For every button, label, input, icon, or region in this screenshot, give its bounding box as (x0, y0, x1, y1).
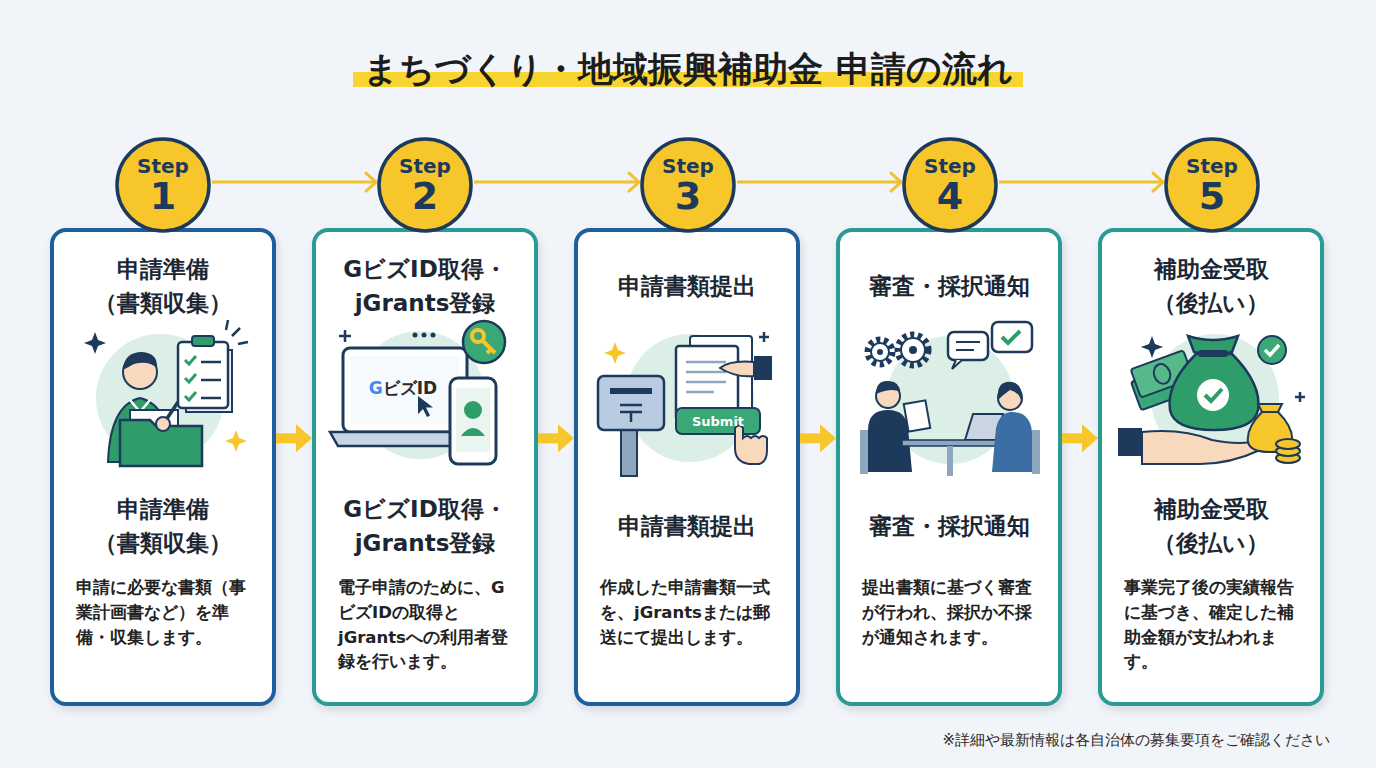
step-arrow (999, 173, 1163, 191)
process-card: 補助金受取 （後払い） 補助金受取 （後払い） 事業完了後の実績報告に基づき、確定し… (1098, 228, 1324, 706)
arrow-shaft (538, 433, 558, 443)
flow-arrow (800, 424, 836, 452)
step-heading: GビズID取得・ jGrants登録 (322, 246, 528, 326)
arrow-shaft (212, 181, 376, 184)
step-badge: Step4 (901, 136, 999, 234)
step-arrow (212, 173, 376, 191)
arrow-shaft (800, 433, 820, 443)
step-number: 1 (114, 174, 212, 218)
step-badge: Step5 (1163, 136, 1261, 234)
step-heading: 申請準備 （書類収集） (60, 246, 266, 326)
process-card: 申請書類提出申請書類提出作成した申請書類一式を、jGrantsまたは郵送にて提出… (574, 228, 800, 706)
step-number: 2 (376, 174, 474, 218)
flow-arrow (1062, 424, 1098, 452)
step-description: 電子申請のために、GビズIDの取得とjGrantsへの利用者登録を行います。 (338, 576, 516, 675)
step-heading: 補助金受取 （後払い） (1108, 246, 1314, 326)
diagram-title: まちづくり・地域振興補助金 申請の流れ (353, 49, 1022, 89)
step-number: 4 (901, 174, 999, 218)
step-heading: 審査・採択通知 (846, 246, 1052, 326)
screen-logo-text: GビズID (369, 377, 437, 400)
flow-arrow (276, 424, 312, 452)
step-heading-repeat: 申請準備 （書類収集） (60, 486, 266, 566)
arrow-shaft (737, 181, 901, 184)
step-arrow (737, 173, 901, 191)
step-description: 提出書類に基づく審査が行われ、採択か不採が通知されます。 (862, 576, 1040, 650)
step-number: 5 (1163, 174, 1261, 218)
arrow-head (1153, 173, 1163, 191)
step-badge: Step3 (639, 136, 737, 234)
title-block: まちづくり・地域振興補助金 申請の流れ (0, 46, 1376, 93)
arrow-head (629, 173, 639, 191)
arrow-shaft (1062, 433, 1082, 443)
arrow-head (558, 424, 574, 452)
step-heading-repeat: GビズID取得・ jGrants登録 (322, 486, 528, 566)
arrow-head (820, 424, 836, 452)
arrow-shaft (474, 181, 639, 184)
step-number: 3 (639, 174, 737, 218)
step-description: 申請に必要な書類（事業計画書など）を準備・収集します。 (76, 576, 254, 650)
process-card: 審査・採択通知審査・採択通知提出書類に基づく審査が行われ、採択か不採が通知されま… (836, 228, 1062, 706)
arrow-head (1082, 424, 1098, 452)
step-heading-repeat: 補助金受取 （後払い） (1108, 486, 1314, 566)
arrow-head (891, 173, 901, 191)
arrow-shaft (276, 433, 296, 443)
arrow-head (366, 173, 376, 191)
step-description: 事業完了後の実績報告に基づき、確定した補助金額が支払われます。 (1124, 576, 1302, 675)
process-card: 申請準備 （書類収集） 申請準備 （書類収集） 申請に必要な書類（事業計画書など）を… (50, 228, 276, 706)
step-arrow (474, 173, 639, 191)
step-badge: Step2 (376, 136, 474, 234)
flow-arrow (538, 424, 574, 452)
step-badge: Step1 (114, 136, 212, 234)
arrow-head (296, 424, 312, 452)
step-heading-repeat: 審査・採択通知 (846, 486, 1052, 566)
process-card: GビズID取得・ jGrants登録 GビズID取得・ jGrants登録電子申請… (312, 228, 538, 706)
arrow-shaft (999, 181, 1163, 184)
footnote: ※詳細や最新情報は各自治体の募集要項をご確認ください (942, 731, 1330, 750)
step-heading-repeat: 申請書類提出 (584, 486, 790, 566)
step-heading: 申請書類提出 (584, 246, 790, 326)
step-description: 作成した申請書類一式を、jGrantsまたは郵送にて提出します。 (600, 576, 778, 650)
button-text: Submit (692, 414, 744, 429)
